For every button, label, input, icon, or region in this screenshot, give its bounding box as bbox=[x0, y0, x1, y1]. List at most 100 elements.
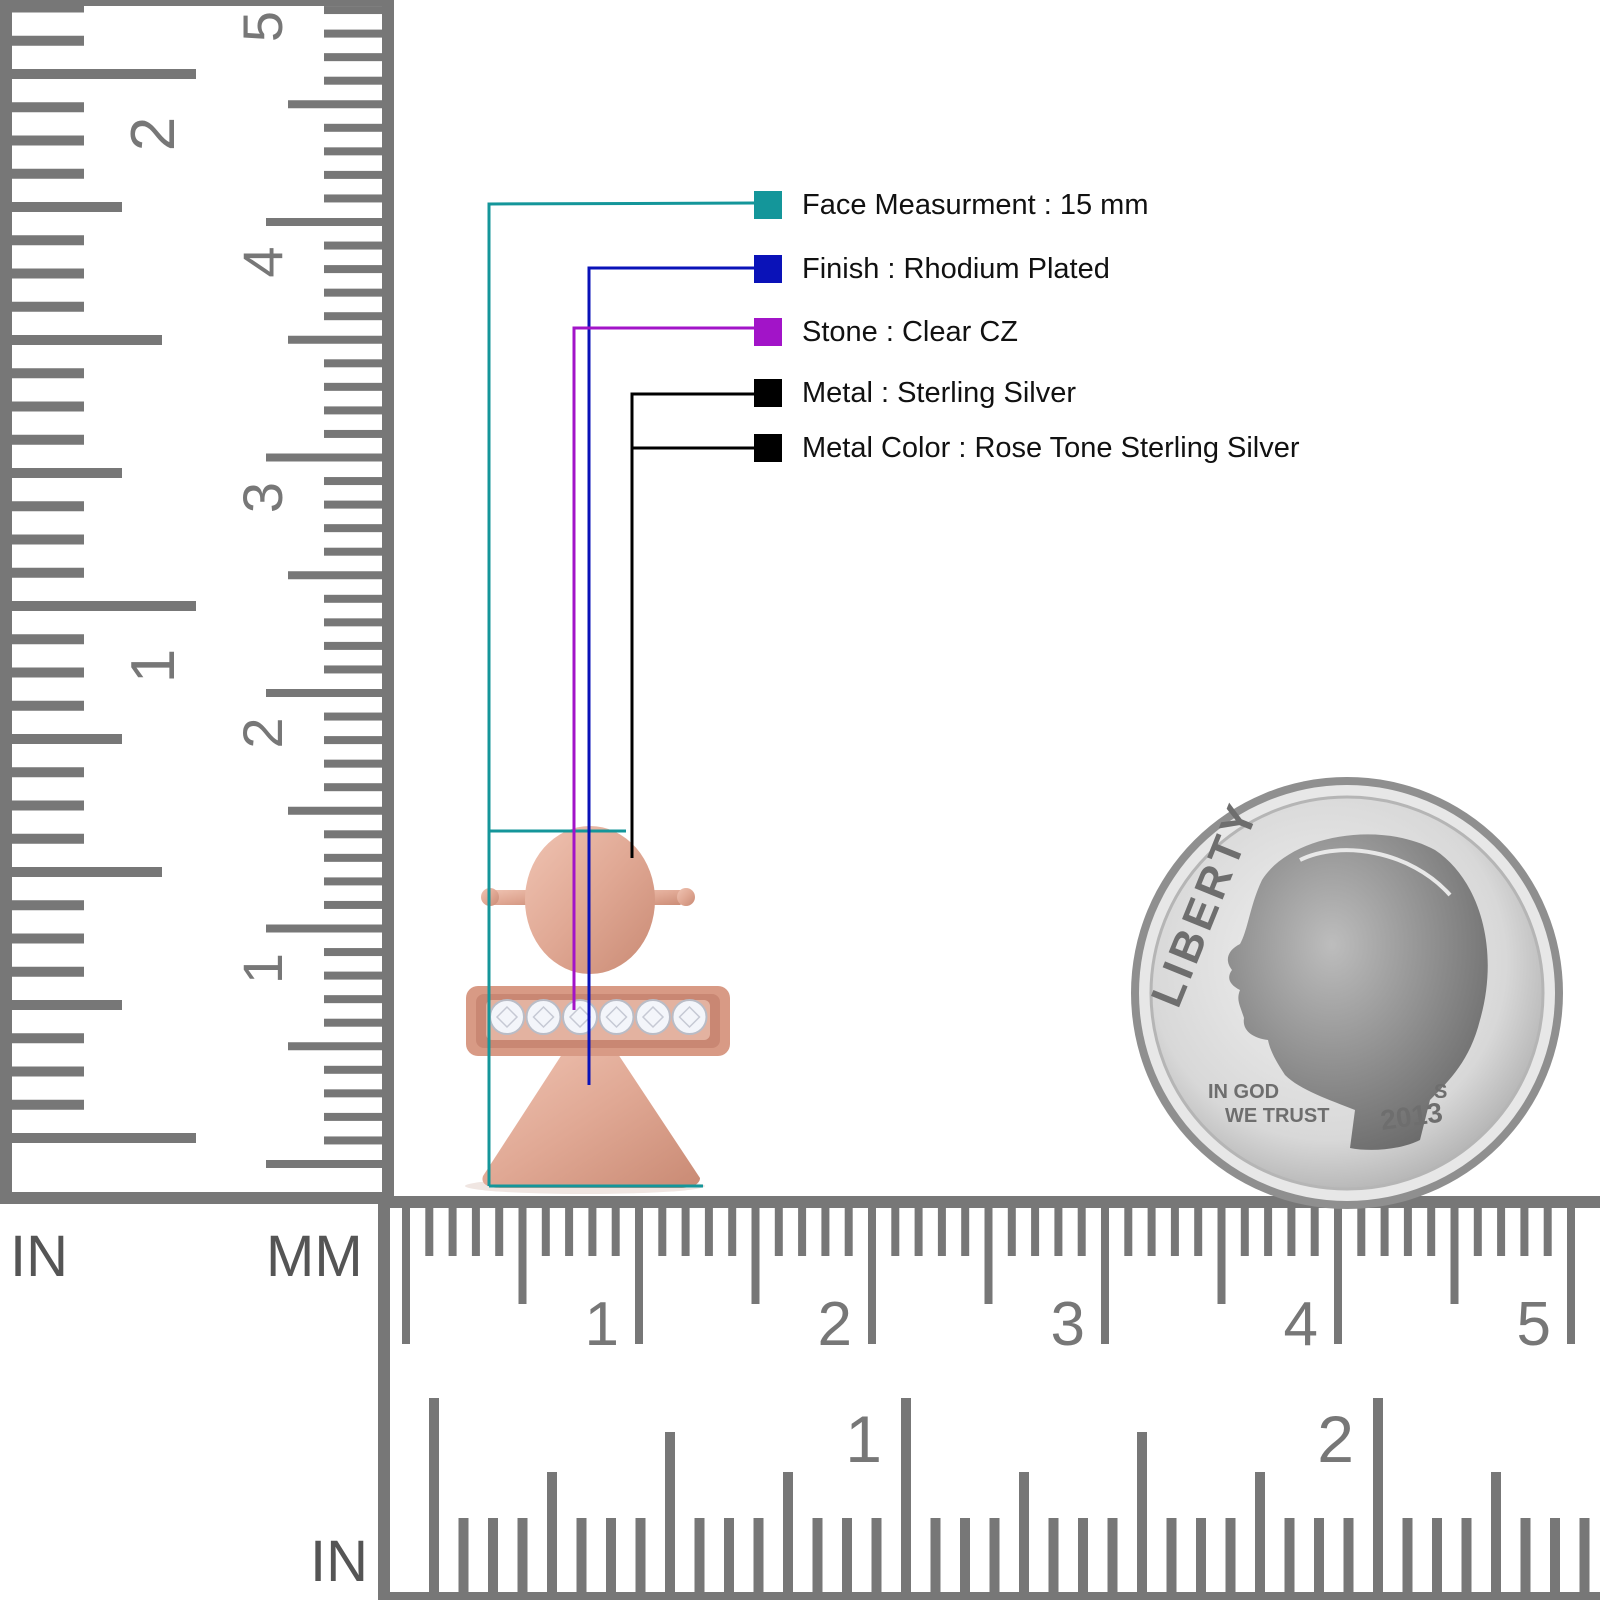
mm-tick bbox=[1427, 1206, 1436, 1256]
mm-tick bbox=[324, 1089, 384, 1098]
inch-tick bbox=[12, 1099, 84, 1110]
mm-tick bbox=[324, 312, 384, 321]
inch-tick bbox=[694, 1518, 705, 1592]
mm-tick bbox=[266, 453, 384, 462]
ruler-label-mm: 1 bbox=[231, 953, 294, 984]
ruler-label-mm: 1 bbox=[585, 1290, 619, 1359]
inch-tick bbox=[12, 301, 84, 312]
ruler-label-mm: 2 bbox=[818, 1290, 852, 1359]
cz-facet bbox=[532, 1005, 555, 1029]
mm-tick bbox=[984, 1206, 993, 1304]
inch-tick bbox=[12, 767, 84, 778]
inch-tick bbox=[812, 1518, 823, 1592]
inch-tick bbox=[547, 1472, 557, 1592]
inch-tick bbox=[12, 168, 84, 179]
inch-tick bbox=[12, 667, 84, 678]
inch-tick bbox=[1137, 1432, 1147, 1592]
inch-tick bbox=[1225, 1518, 1236, 1592]
inch-tick bbox=[753, 1518, 764, 1592]
mm-tick bbox=[1310, 1206, 1319, 1256]
inch-tick bbox=[12, 1066, 84, 1077]
mm-tick bbox=[324, 265, 384, 274]
cz-stone bbox=[489, 999, 525, 1035]
mm-tick bbox=[541, 1206, 550, 1256]
inch-tick bbox=[1255, 1472, 1265, 1592]
spec-face-measurement: Face Measurment : 15 mm bbox=[754, 188, 1149, 222]
mm-tick bbox=[324, 1112, 384, 1121]
mm-tick bbox=[1217, 1206, 1226, 1304]
stone-leader bbox=[572, 326, 754, 1010]
cz-stone bbox=[598, 999, 635, 1035]
inch-tick bbox=[1461, 1518, 1472, 1592]
mm-tick bbox=[266, 1160, 384, 1168]
inch-tick bbox=[12, 534, 84, 545]
inch-tick bbox=[989, 1518, 1000, 1592]
mm-tick bbox=[891, 1206, 900, 1256]
mm-tick bbox=[324, 877, 384, 886]
mm-tick bbox=[288, 571, 384, 580]
spec-finish: Finish : Rhodium Plated bbox=[754, 252, 1110, 286]
mm-tick bbox=[1380, 1206, 1389, 1256]
inch-tick bbox=[1314, 1518, 1324, 1592]
mm-tick bbox=[288, 1042, 384, 1051]
mm-tick bbox=[868, 1206, 876, 1344]
mm-tick bbox=[324, 29, 384, 38]
inch-tick bbox=[665, 1432, 675, 1592]
mm-tick bbox=[1567, 1206, 1575, 1344]
unit-label-inch-bottom: IN bbox=[310, 1529, 368, 1594]
inch-tick bbox=[1373, 1398, 1383, 1592]
blue-swatch-icon bbox=[754, 255, 782, 283]
mm-tick bbox=[425, 1206, 434, 1256]
mm-tick bbox=[324, 736, 384, 745]
coin-mint-mark: S bbox=[1434, 1081, 1447, 1103]
black-swatch-icon bbox=[754, 434, 782, 462]
mm-tick bbox=[288, 806, 384, 815]
coin-motto-1: IN GOD bbox=[1208, 1081, 1279, 1103]
mm-tick bbox=[324, 288, 384, 297]
mm-tick bbox=[1077, 1206, 1086, 1256]
inch-tick bbox=[12, 734, 122, 744]
mm-tick bbox=[324, 429, 384, 438]
portrait-icon bbox=[1227, 834, 1488, 1150]
mm-tick bbox=[324, 948, 384, 957]
mm-tick bbox=[324, 618, 384, 627]
inch-tick bbox=[12, 2, 84, 13]
inch-tick bbox=[12, 601, 196, 611]
mm-tick bbox=[914, 1206, 923, 1256]
mm-tick bbox=[1124, 1206, 1133, 1256]
ruler-label-inch: 2 bbox=[119, 117, 188, 151]
mm-tick bbox=[324, 971, 384, 980]
mm-tick bbox=[1357, 1206, 1366, 1256]
mm-tick bbox=[324, 830, 384, 839]
mm-tick bbox=[821, 1206, 830, 1256]
mm-tick bbox=[588, 1206, 597, 1256]
mm-tick bbox=[324, 853, 384, 862]
mm-tick bbox=[1520, 1206, 1529, 1256]
mm-tick bbox=[324, 712, 384, 721]
inch-tick bbox=[1196, 1518, 1206, 1592]
mm-tick bbox=[1240, 1206, 1249, 1256]
mm-tick bbox=[1450, 1206, 1459, 1304]
cz-facet bbox=[605, 1005, 628, 1029]
inch-tick bbox=[12, 268, 84, 279]
mm-tick bbox=[1403, 1206, 1412, 1256]
spec-label: Metal : Sterling Silver bbox=[802, 376, 1076, 409]
mm-tick bbox=[266, 218, 384, 226]
mm-tick bbox=[324, 76, 384, 85]
spec-leader-lines bbox=[487, 201, 755, 1188]
mm-tick bbox=[324, 524, 384, 533]
mm-tick bbox=[798, 1206, 807, 1256]
mm-tick bbox=[324, 170, 384, 179]
mm-tick bbox=[1287, 1206, 1296, 1256]
dime-coin: LIBERTY IN GOD WE TRUST 2013 S bbox=[1131, 777, 1563, 1209]
inch-tick bbox=[12, 501, 84, 512]
inch-tick bbox=[12, 468, 122, 478]
mm-tick bbox=[1101, 1206, 1109, 1344]
inch-tick bbox=[1166, 1518, 1177, 1592]
mm-tick bbox=[1054, 1206, 1063, 1256]
ruler-label-mm: 2 bbox=[231, 717, 294, 748]
mm-tick bbox=[324, 783, 384, 792]
mm-tick bbox=[324, 547, 384, 556]
mm-tick bbox=[324, 1018, 384, 1027]
mm-tick bbox=[844, 1206, 853, 1256]
